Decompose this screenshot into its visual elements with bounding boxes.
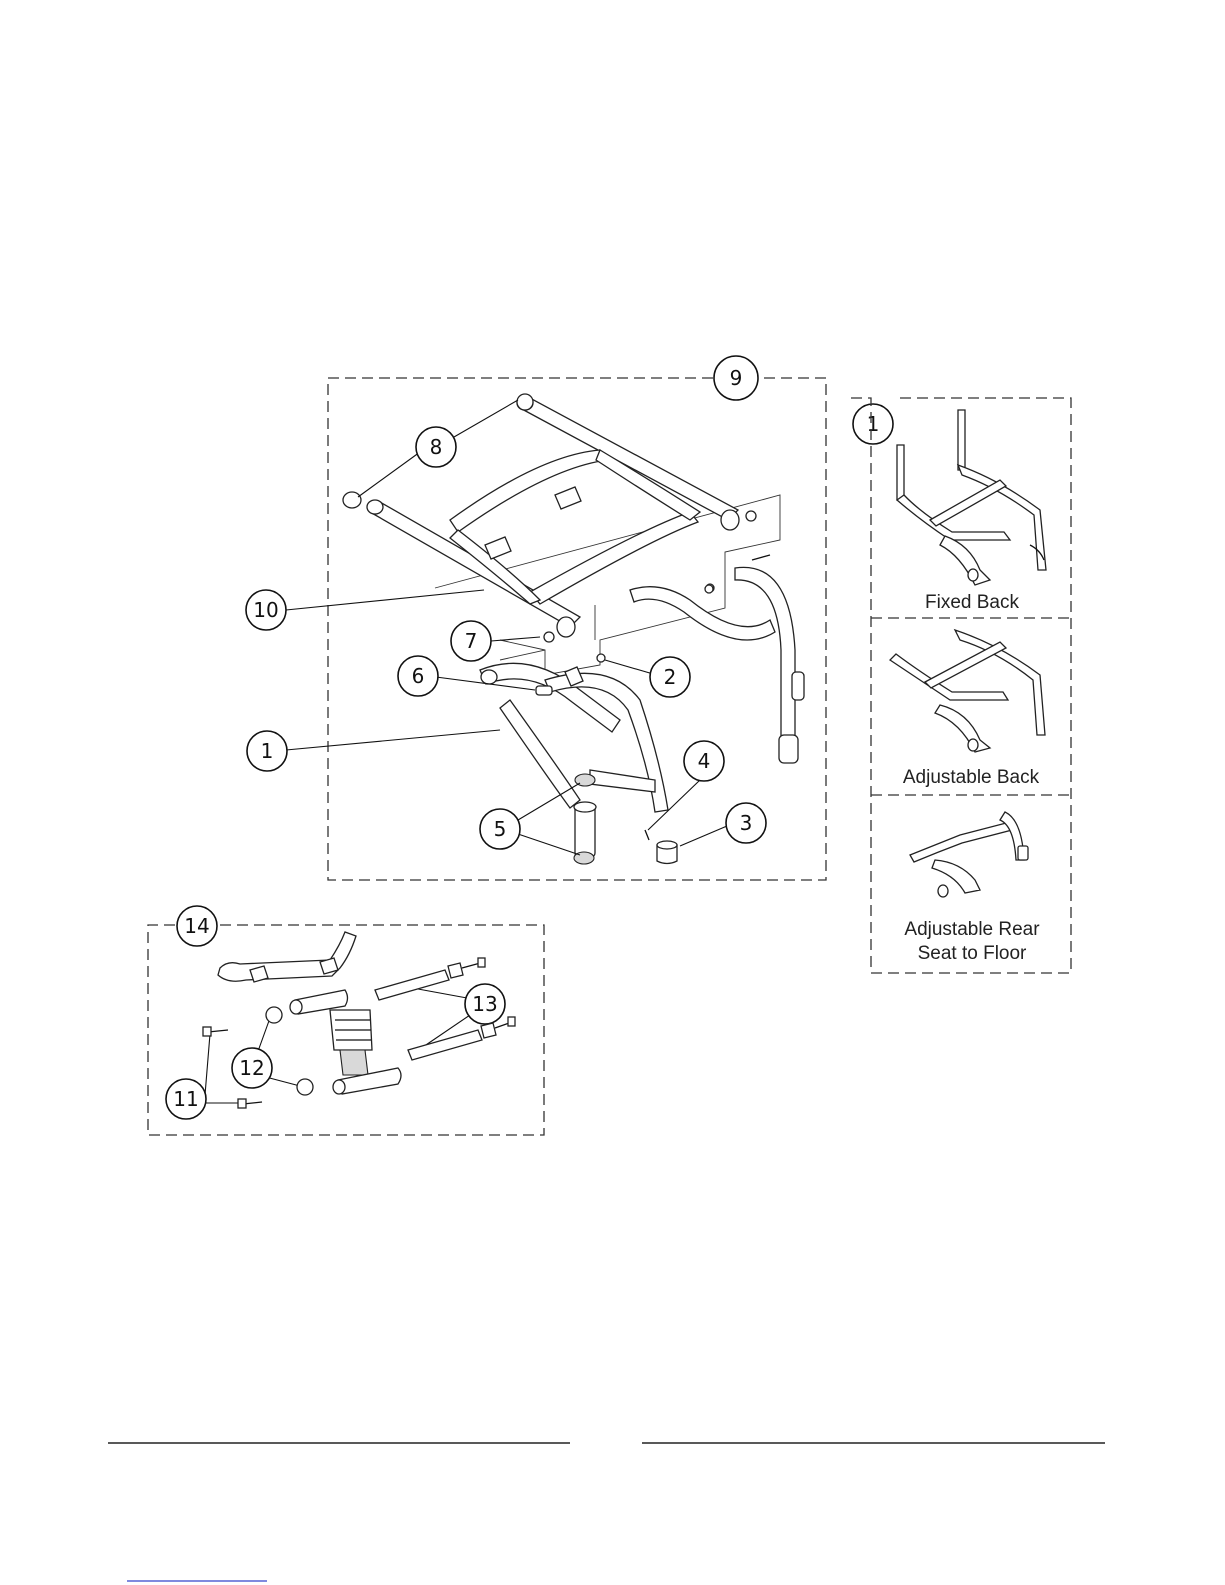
callout-side-1: 1: [853, 404, 893, 444]
svg-text:12: 12: [239, 1056, 264, 1080]
callout-11: 11: [166, 1079, 206, 1119]
svg-text:11: 11: [173, 1087, 198, 1111]
callout-4: 4: [684, 741, 724, 781]
caption-adjustable-rear-1: Adjustable Rear: [904, 919, 1040, 940]
caption-adjustable-back: Adjustable Back: [903, 767, 1040, 788]
washer-7: [544, 632, 554, 642]
caption-fixed-back: Fixed Back: [925, 592, 1019, 613]
caption-adjustable-rear-2: Seat to Floor: [918, 943, 1027, 964]
pin-4: [645, 830, 649, 840]
svg-text:5: 5: [494, 817, 507, 841]
variants-panel: Fixed Back Adjustable Back Adjustable Re…: [851, 398, 1071, 973]
callout-12: 12: [232, 1048, 272, 1088]
adjustable-back-frame: [890, 630, 1045, 752]
callout-13: 13: [465, 984, 505, 1024]
callout-9: 9: [714, 356, 758, 400]
callout-7: 7: [451, 621, 491, 661]
adjustable-rear-frame: [910, 812, 1028, 897]
nut-2: [597, 654, 605, 662]
svg-text:4: 4: [698, 749, 711, 773]
nut: [705, 585, 713, 593]
fixed-back-frame: [897, 410, 1046, 585]
side-tube: [630, 555, 804, 763]
callout-10: 10: [246, 590, 286, 630]
plug-8b: [343, 492, 361, 508]
svg-text:9: 9: [730, 366, 743, 390]
svg-text:13: 13: [472, 992, 497, 1016]
svg-text:8: 8: [430, 435, 443, 459]
svg-text:3: 3: [740, 811, 753, 835]
svg-text:10: 10: [253, 598, 278, 622]
callout-5: 5: [480, 809, 520, 849]
plug-8a: [517, 394, 533, 410]
svg-text:2: 2: [664, 665, 677, 689]
callout-3: 3: [726, 803, 766, 843]
callout-2: 2: [650, 657, 690, 697]
washer: [746, 511, 756, 521]
svg-text:7: 7: [465, 629, 478, 653]
svg-text:6: 6: [412, 664, 425, 688]
svg-text:1: 1: [261, 739, 274, 763]
callout-6: 6: [398, 656, 438, 696]
callout-1: 1: [247, 731, 287, 771]
bolt-6: [536, 686, 552, 695]
callout-14: 14: [177, 906, 217, 946]
svg-text:14: 14: [184, 914, 209, 938]
callout-8: 8: [416, 427, 456, 467]
svg-text:1: 1: [867, 412, 880, 436]
